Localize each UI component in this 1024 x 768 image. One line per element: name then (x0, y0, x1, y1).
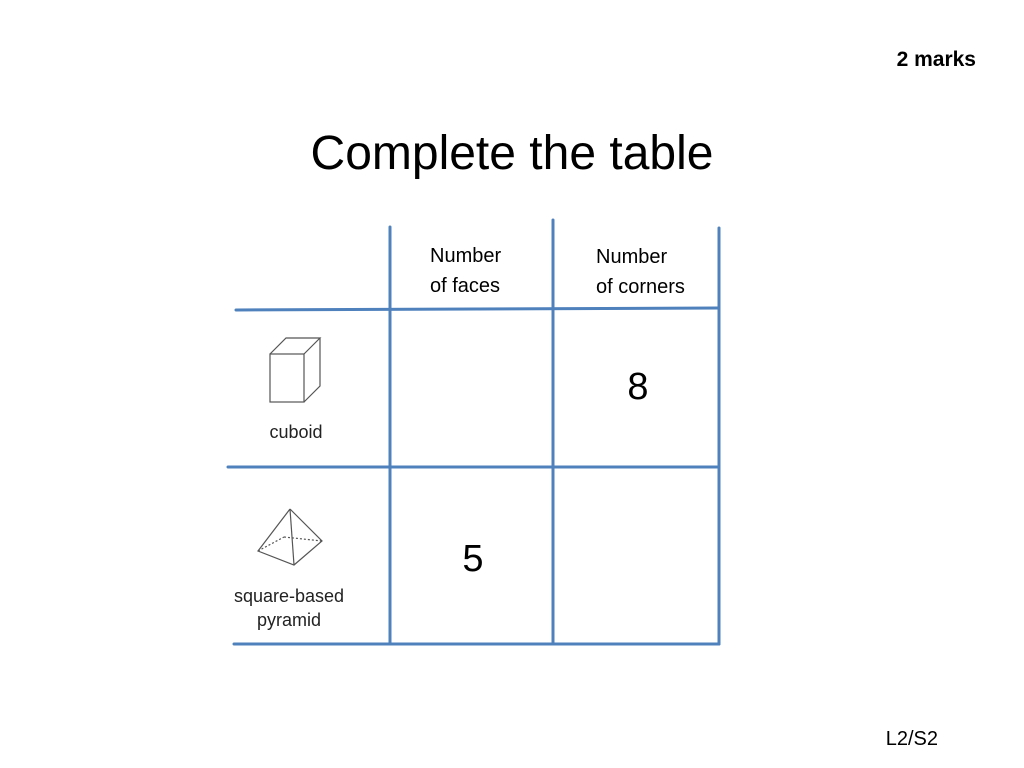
header-corners: Number of corners (596, 246, 685, 298)
page-title: Complete the table (310, 127, 714, 180)
header-faces: Number of faces (430, 245, 502, 297)
cell-cuboid-corners: 8 (627, 366, 649, 408)
cell-pyramid-faces: 5 (462, 538, 484, 580)
grid-hline-1 (234, 306, 721, 312)
marks-label: 2 marks (896, 48, 976, 71)
row-label-pyramid: square-based pyramid (233, 586, 345, 630)
cuboid-icon (269, 337, 322, 403)
pyramid-icon (257, 508, 323, 566)
slide-number: L2/S2 (885, 728, 938, 750)
row-label-cuboid: cuboid (269, 422, 323, 442)
